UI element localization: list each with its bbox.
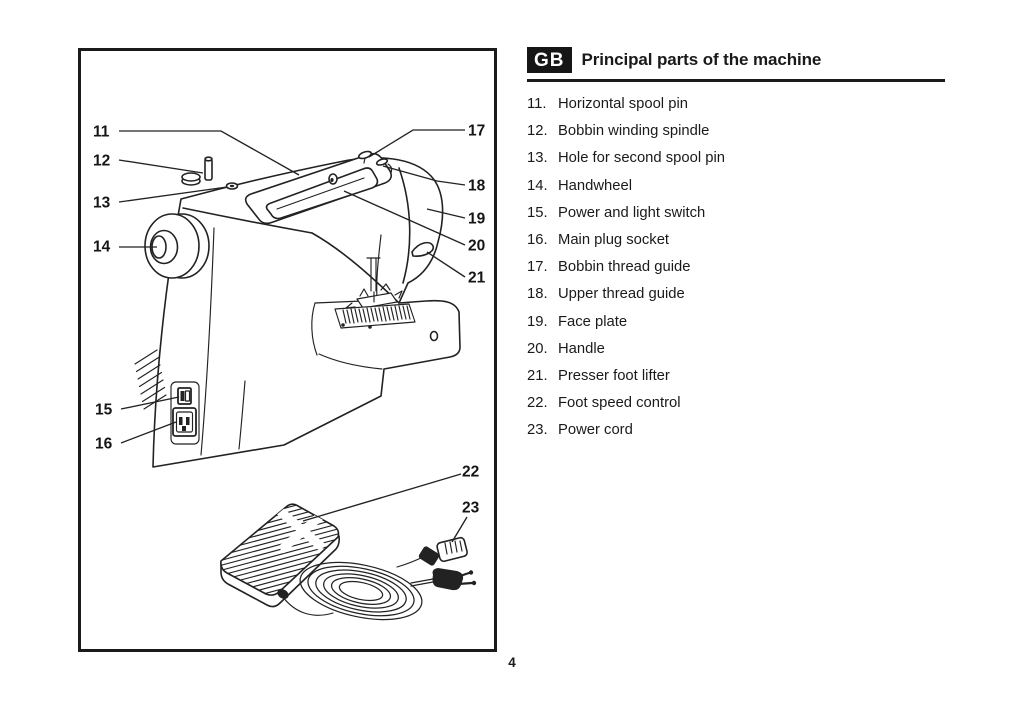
callout-17: 17 [468,123,485,140]
list-item: 20. Handle [527,336,945,363]
callout-21: 21 [468,270,486,287]
main-plug-socket [172,407,197,437]
leader-line-13 [118,186,228,203]
item-number: 18. [527,286,548,303]
leader-lines [118,129,468,543]
item-label: Presser foot lifter [558,368,670,385]
item-number: 22. [527,395,548,412]
callout-12: 12 [93,153,110,170]
power-plug [432,568,477,591]
power-cord [282,536,477,621]
callout-16: 16 [95,436,113,453]
callout-11: 11 [93,124,110,141]
list-item: 11. Horizontal spool pin [527,91,945,118]
parts-list-section: GB Principal parts of the machine 11. Hor… [527,47,945,445]
item-label: Upper thread guide [558,286,685,303]
machine-plug-connector [418,536,468,566]
list-item: 13. Hole for second spool pin [527,145,945,172]
item-label: Bobbin thread guide [558,259,691,276]
leader-line-19 [426,208,466,219]
list-item: 23. Power cord [527,417,945,444]
callout-19: 19 [468,211,486,228]
page-number: 4 [508,655,516,670]
list-item: 22. Foot speed control [527,390,945,417]
language-badge: GB [527,47,572,73]
callout-14: 14 [93,239,111,256]
sewing-machine-diagram: 11 12 13 14 15 16 17 18 19 20 21 22 23 [93,123,486,621]
foot-speed-control [220,503,340,608]
leader-line-15 [120,396,180,410]
callout-20: 20 [468,238,485,255]
item-label: Power cord [558,422,633,439]
parts-list: 11. Horizontal spool pin 12. Bobbin windin… [527,91,945,445]
callout-15: 15 [95,402,113,419]
item-number: 14. [527,177,548,194]
leader-line-12 [118,159,204,174]
machine-body [134,150,461,468]
item-label: Main plug socket [558,232,670,249]
item-number: 11. [527,96,547,112]
item-number: 16. [527,232,548,249]
item-number: 13. [527,150,548,167]
leader-line-20 [343,190,466,246]
vent-grille [134,349,167,410]
callout-23: 23 [462,500,480,517]
list-item: 18. Upper thread guide [527,281,945,308]
upper-thread-guide [375,158,389,166]
item-number: 20. [527,340,548,357]
leader-line-17 [368,129,465,158]
item-number: 12. [527,123,548,140]
list-item: 12. Bobbin winding spindle [527,118,945,145]
item-label: Power and light switch [558,204,706,221]
face-plate-seam [398,167,411,284]
item-number: 15. [527,204,548,221]
list-item: 19. Face plate [527,309,945,336]
page-title: Principal parts of the machine [581,50,822,69]
bobbin-thread-guide [357,150,373,160]
item-label: Foot speed control [558,395,681,412]
leader-line-22 [302,473,462,522]
leader-line-16 [120,421,177,444]
item-number: 23. [527,422,548,439]
leader-line-18 [382,165,466,186]
item-label: Handle [558,340,605,357]
item-number: 19. [527,313,548,330]
item-label: Horizontal spool pin [558,96,688,112]
list-item: 16. Main plug socket [527,227,945,254]
power-light-switch [177,387,192,405]
bobbin-winding-spindle [204,158,213,181]
list-item: 14. Handwheel [527,173,945,200]
section-header: GB Principal parts of the machine [527,47,945,82]
callout-22: 22 [462,464,479,481]
list-item: 21. Presser foot lifter [527,363,945,390]
leader-line-11 [119,130,300,176]
cord-coil [299,561,423,621]
callout-18: 18 [468,178,486,195]
handwheel [144,213,210,279]
item-number: 17. [527,259,548,276]
leader-line-21 [426,251,466,278]
machine-diagram-frame: 11 12 13 14 15 16 17 18 19 20 21 22 23 [78,48,497,652]
machine-outline [152,157,461,468]
presser-foot [356,292,398,309]
leader-line-23 [451,516,468,543]
item-label: Face plate [558,313,628,330]
item-label: Handwheel [558,177,633,194]
item-number: 21. [527,368,548,385]
item-label: Hole for second spool pin [558,150,725,167]
list-item: 15. Power and light switch [527,200,945,227]
callout-numbers: 11 12 13 14 15 16 17 18 19 20 21 22 23 [93,123,486,517]
list-item: 17. Bobbin thread guide [527,254,945,281]
item-label: Bobbin winding spindle [558,123,710,140]
callout-13: 13 [93,195,111,212]
